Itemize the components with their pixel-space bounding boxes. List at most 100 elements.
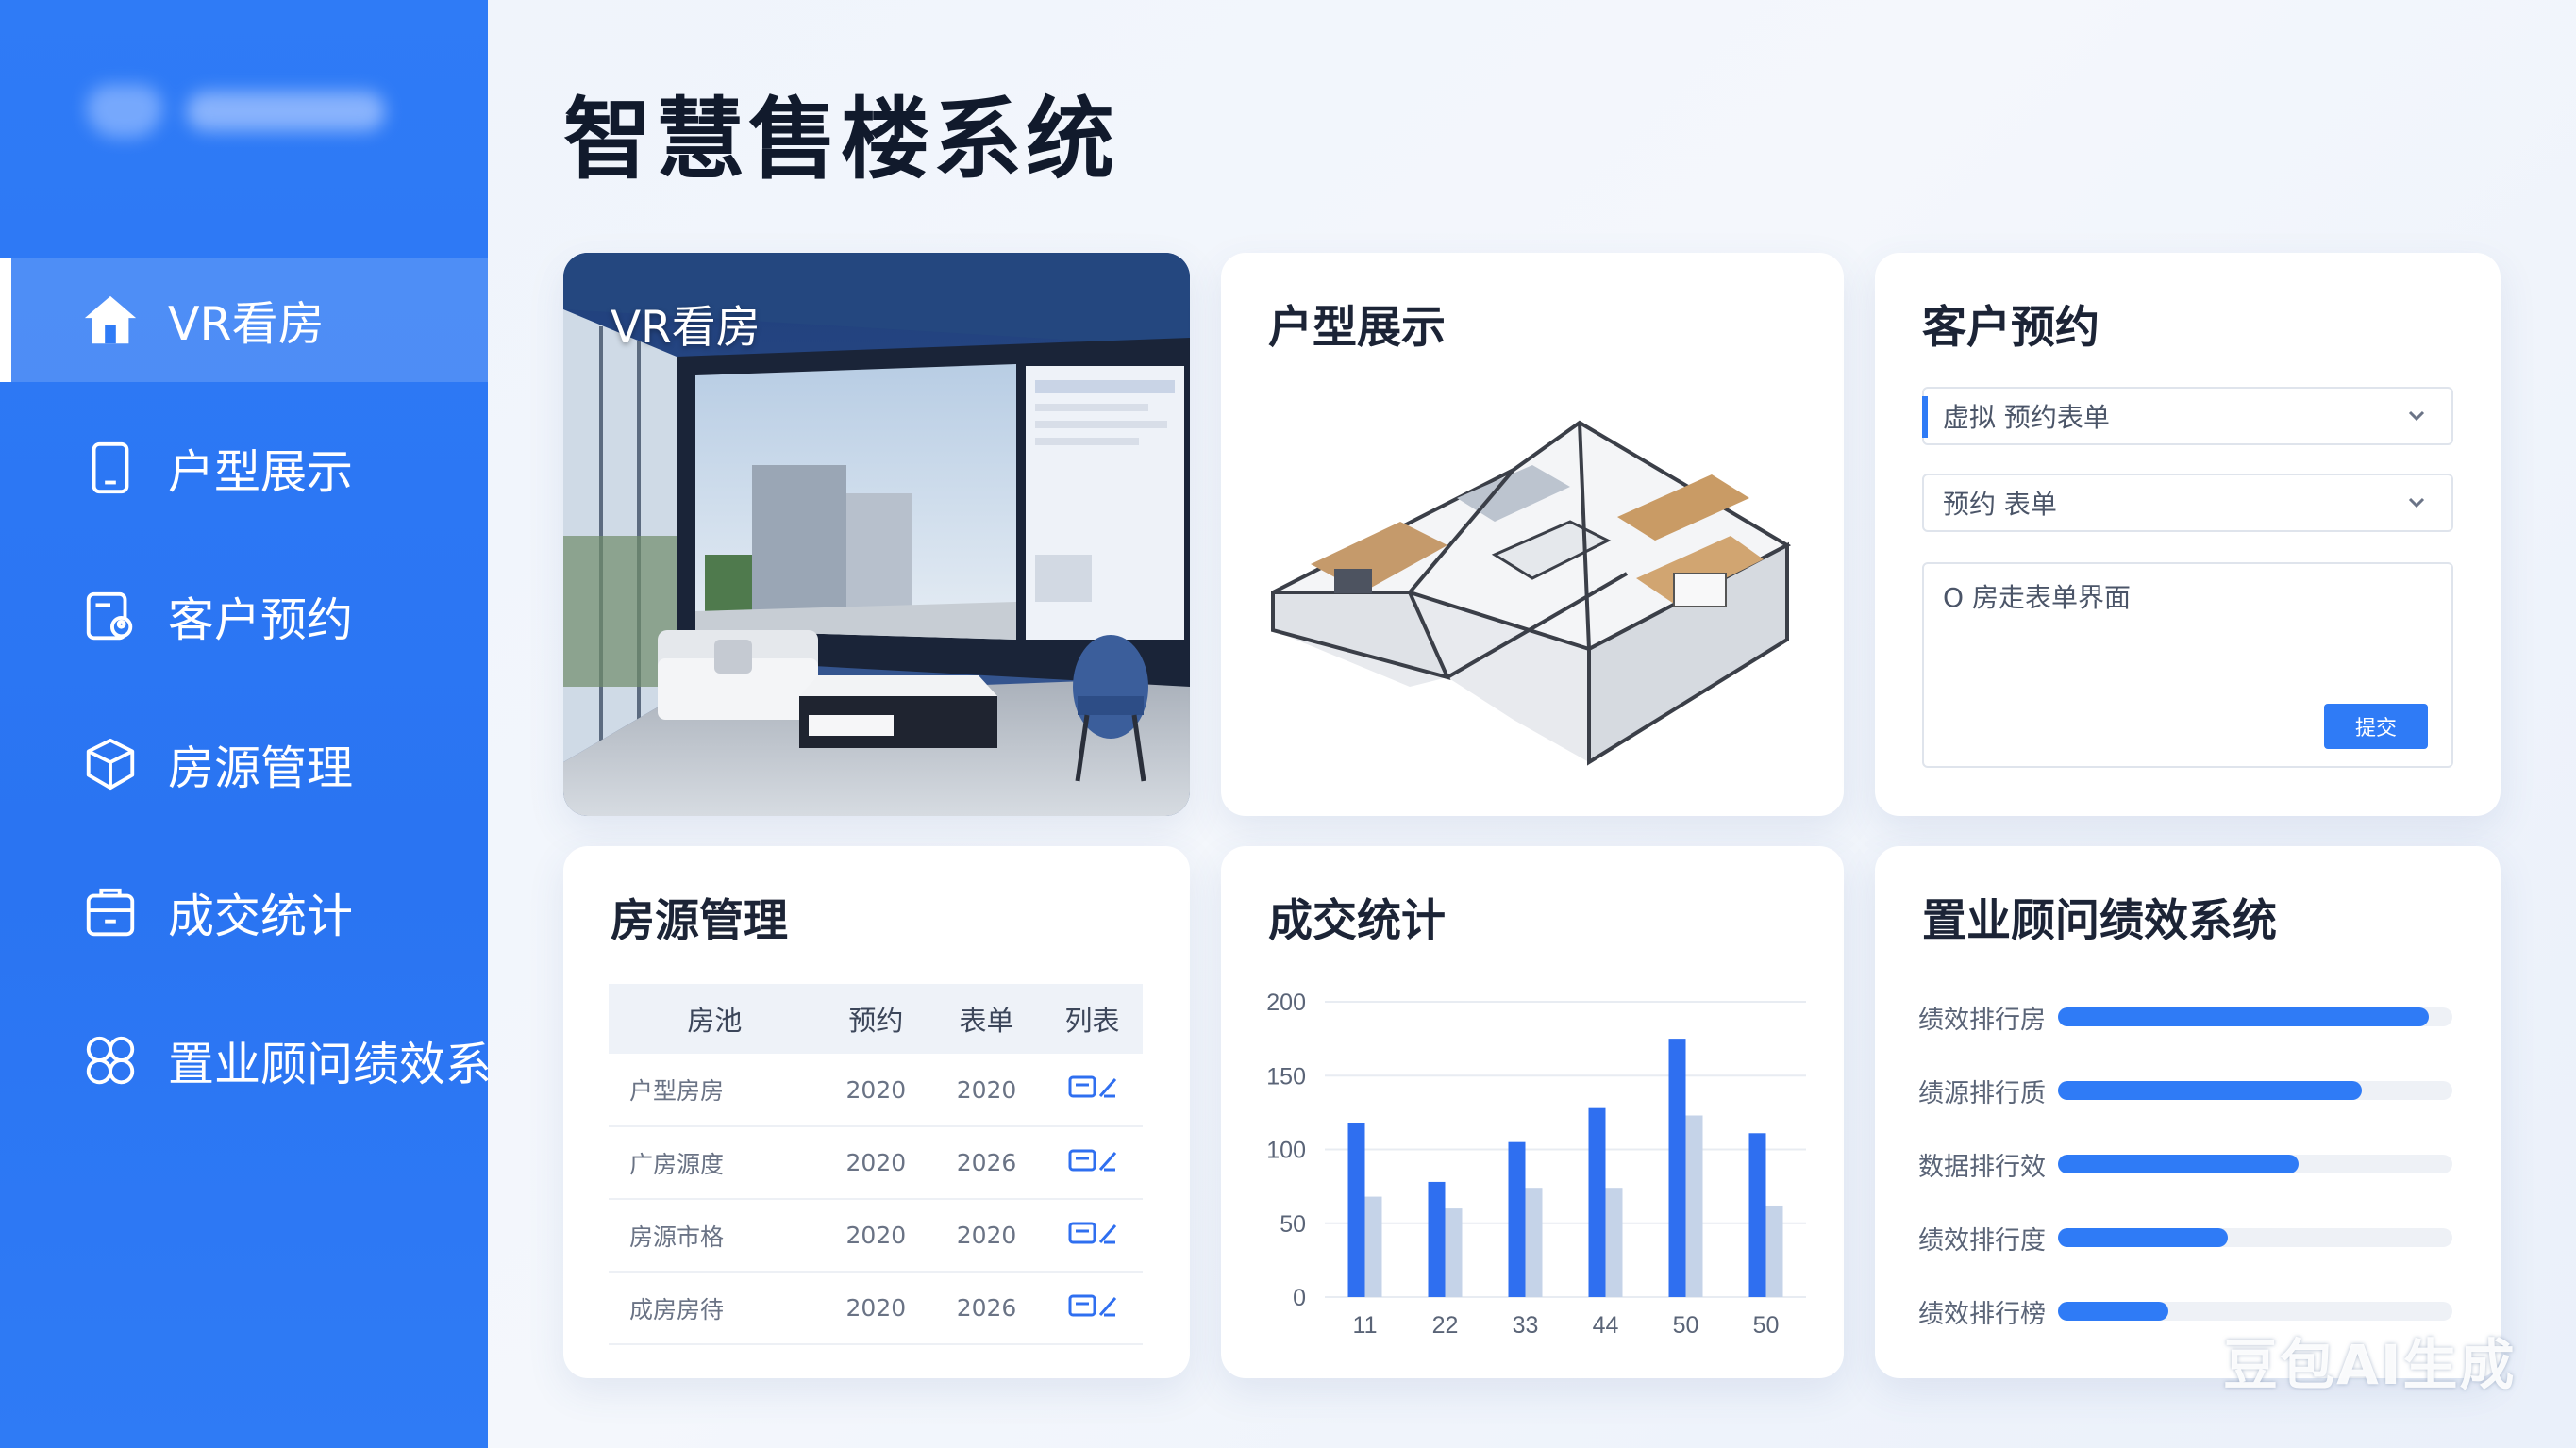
watermark: 豆包AI生成 <box>2223 1333 2517 1397</box>
sidebar-item-property[interactable]: 房源管理 <box>0 702 488 826</box>
table-row: 户型房房 2020 2020 <box>609 1054 1143 1127</box>
booking-select-form[interactable]: 预约 表单 <box>1922 474 2453 532</box>
x-tick-label: 50 <box>1673 1312 1699 1339</box>
edit-icon[interactable] <box>1042 1126 1143 1200</box>
flower-icon <box>86 1036 135 1085</box>
table-cell: 2020 <box>930 1054 1043 1127</box>
vr-card[interactable]: VR看房 <box>563 253 1190 816</box>
table-cell: 2020 <box>820 1126 931 1200</box>
perf-bar <box>2058 1081 2362 1100</box>
sidebar-item-label: 房源管理 <box>168 741 354 795</box>
property-card: 房源管理 房池 预约 表单 列表 户型房房 2020 2020 广房源度 202… <box>563 846 1190 1378</box>
table-header: 表单 <box>930 984 1043 1054</box>
booking-title: 客户预约 <box>1922 302 2099 354</box>
page-title: 智慧售楼系统 <box>563 89 1119 191</box>
perf-bar <box>2058 1007 2429 1026</box>
bar <box>1748 1133 1766 1297</box>
textarea-placeholder: O 房走表单界面 <box>1943 582 2131 613</box>
submit-button[interactable]: 提交 <box>2324 704 2428 749</box>
table-header: 房池 <box>609 984 821 1054</box>
table-row: 广房源度 2020 2026 <box>609 1126 1143 1200</box>
table-row: 成房房待 2020 2026 <box>609 1272 1143 1345</box>
bar <box>1525 1188 1543 1297</box>
vr-room-image <box>563 253 1190 816</box>
booking-textarea[interactable]: O 房走表单界面 <box>1922 562 2453 768</box>
bar <box>1588 1107 1606 1297</box>
table-cell: 房源市格 <box>609 1199 821 1273</box>
table-header: 预约 <box>820 984 931 1054</box>
tablet-icon <box>92 441 129 494</box>
y-tick-label: 150 <box>1266 1063 1306 1090</box>
floor-plan-card[interactable]: 户型展示 <box>1221 253 1844 816</box>
brand-name-blurred <box>187 92 385 131</box>
bar <box>1685 1115 1703 1297</box>
sidebar-item-label: 客户预约 <box>168 592 354 647</box>
perf-bar <box>2058 1155 2299 1173</box>
sidebar-item-label: VR看房 <box>168 296 325 351</box>
calendar-user-icon <box>86 591 133 641</box>
table-cell: 成房房待 <box>609 1272 821 1345</box>
brand-logo <box>87 83 398 140</box>
edit-icon[interactable] <box>1042 1054 1143 1127</box>
bar <box>1445 1208 1463 1297</box>
sidebar-item-booking[interactable]: 客户预约 <box>0 554 488 678</box>
sidebar-item-performance[interactable]: 置业顾问绩效系统 <box>0 998 488 1123</box>
briefcase-chart-icon <box>86 888 135 937</box>
performance-title: 置业顾问绩效系统 <box>1922 895 2277 947</box>
y-tick-label: 50 <box>1280 1211 1306 1238</box>
x-tick-label: 11 <box>1353 1312 1378 1339</box>
property-title: 房源管理 <box>611 895 788 947</box>
sidebar-item-label: 户型展示 <box>168 444 354 499</box>
perf-row: 绩效排行榜 <box>1918 1297 2456 1329</box>
vr-card-title: VR看房 <box>611 302 761 354</box>
bar <box>1347 1123 1365 1297</box>
perf-label: 绩效排行房 <box>1918 1005 2046 1035</box>
bar <box>1668 1039 1686 1297</box>
table-cell: 2020 <box>930 1199 1043 1273</box>
perf-track <box>2058 1081 2452 1100</box>
bar <box>1765 1205 1783 1297</box>
sidebar-nav: VR看房 户型展示 客户预约 房源管理 <box>0 258 488 1146</box>
perf-label: 数据排行效 <box>1918 1152 2046 1182</box>
bar <box>1428 1181 1446 1297</box>
x-tick-label: 44 <box>1593 1312 1619 1339</box>
chevron-down-icon <box>2408 497 2425 508</box>
table-cell: 户型房房 <box>609 1054 821 1127</box>
cube-icon <box>86 738 135 791</box>
table-header-row: 房池 预约 表单 列表 <box>609 984 1143 1054</box>
sidebar-item-floor-plan[interactable]: 户型展示 <box>0 406 488 530</box>
y-tick-label: 200 <box>1266 990 1306 1016</box>
booking-select-form-type[interactable]: 虚拟 预约表单 <box>1922 387 2453 445</box>
edit-icon[interactable] <box>1042 1199 1143 1273</box>
y-tick-label: 0 <box>1293 1285 1306 1311</box>
sidebar-item-label: 置业顾问绩效系统 <box>168 1037 488 1091</box>
sidebar: VR看房 户型展示 客户预约 房源管理 <box>0 0 488 1448</box>
table-cell: 2026 <box>930 1126 1043 1200</box>
perf-bar <box>2058 1228 2228 1247</box>
table-cell: 2020 <box>820 1272 931 1345</box>
perf-track <box>2058 1155 2452 1173</box>
table-cell: 2020 <box>820 1054 931 1127</box>
x-tick-label: 22 <box>1432 1312 1459 1339</box>
perf-row: 绩源排行质 <box>1918 1076 2456 1108</box>
performance-card: 置业顾问绩效系统 绩效排行房 绩源排行质 数据排行效 绩效排行度 绩效排行榜 <box>1875 846 2501 1378</box>
perf-row: 绩效排行度 <box>1918 1223 2456 1256</box>
bar <box>1508 1141 1526 1297</box>
property-table: 房池 预约 表单 列表 户型房房 2020 2020 广房源度 2020 202… <box>609 984 1143 1345</box>
edit-icon[interactable] <box>1042 1272 1143 1345</box>
select-value: 虚拟 预约表单 <box>1943 402 2110 433</box>
x-tick-label: 50 <box>1753 1312 1780 1339</box>
bar <box>1605 1188 1623 1297</box>
perf-track <box>2058 1302 2452 1321</box>
sidebar-item-label: 成交统计 <box>168 889 354 943</box>
sidebar-item-vr[interactable]: VR看房 <box>0 258 488 382</box>
perf-track <box>2058 1228 2452 1247</box>
perf-label: 绩效排行榜 <box>1918 1299 2046 1329</box>
bar <box>1364 1196 1382 1297</box>
chevron-down-icon <box>2408 410 2425 422</box>
table-cell: 广房源度 <box>609 1126 821 1200</box>
sidebar-item-stats[interactable]: 成交统计 <box>0 850 488 974</box>
perf-track <box>2058 1007 2452 1026</box>
